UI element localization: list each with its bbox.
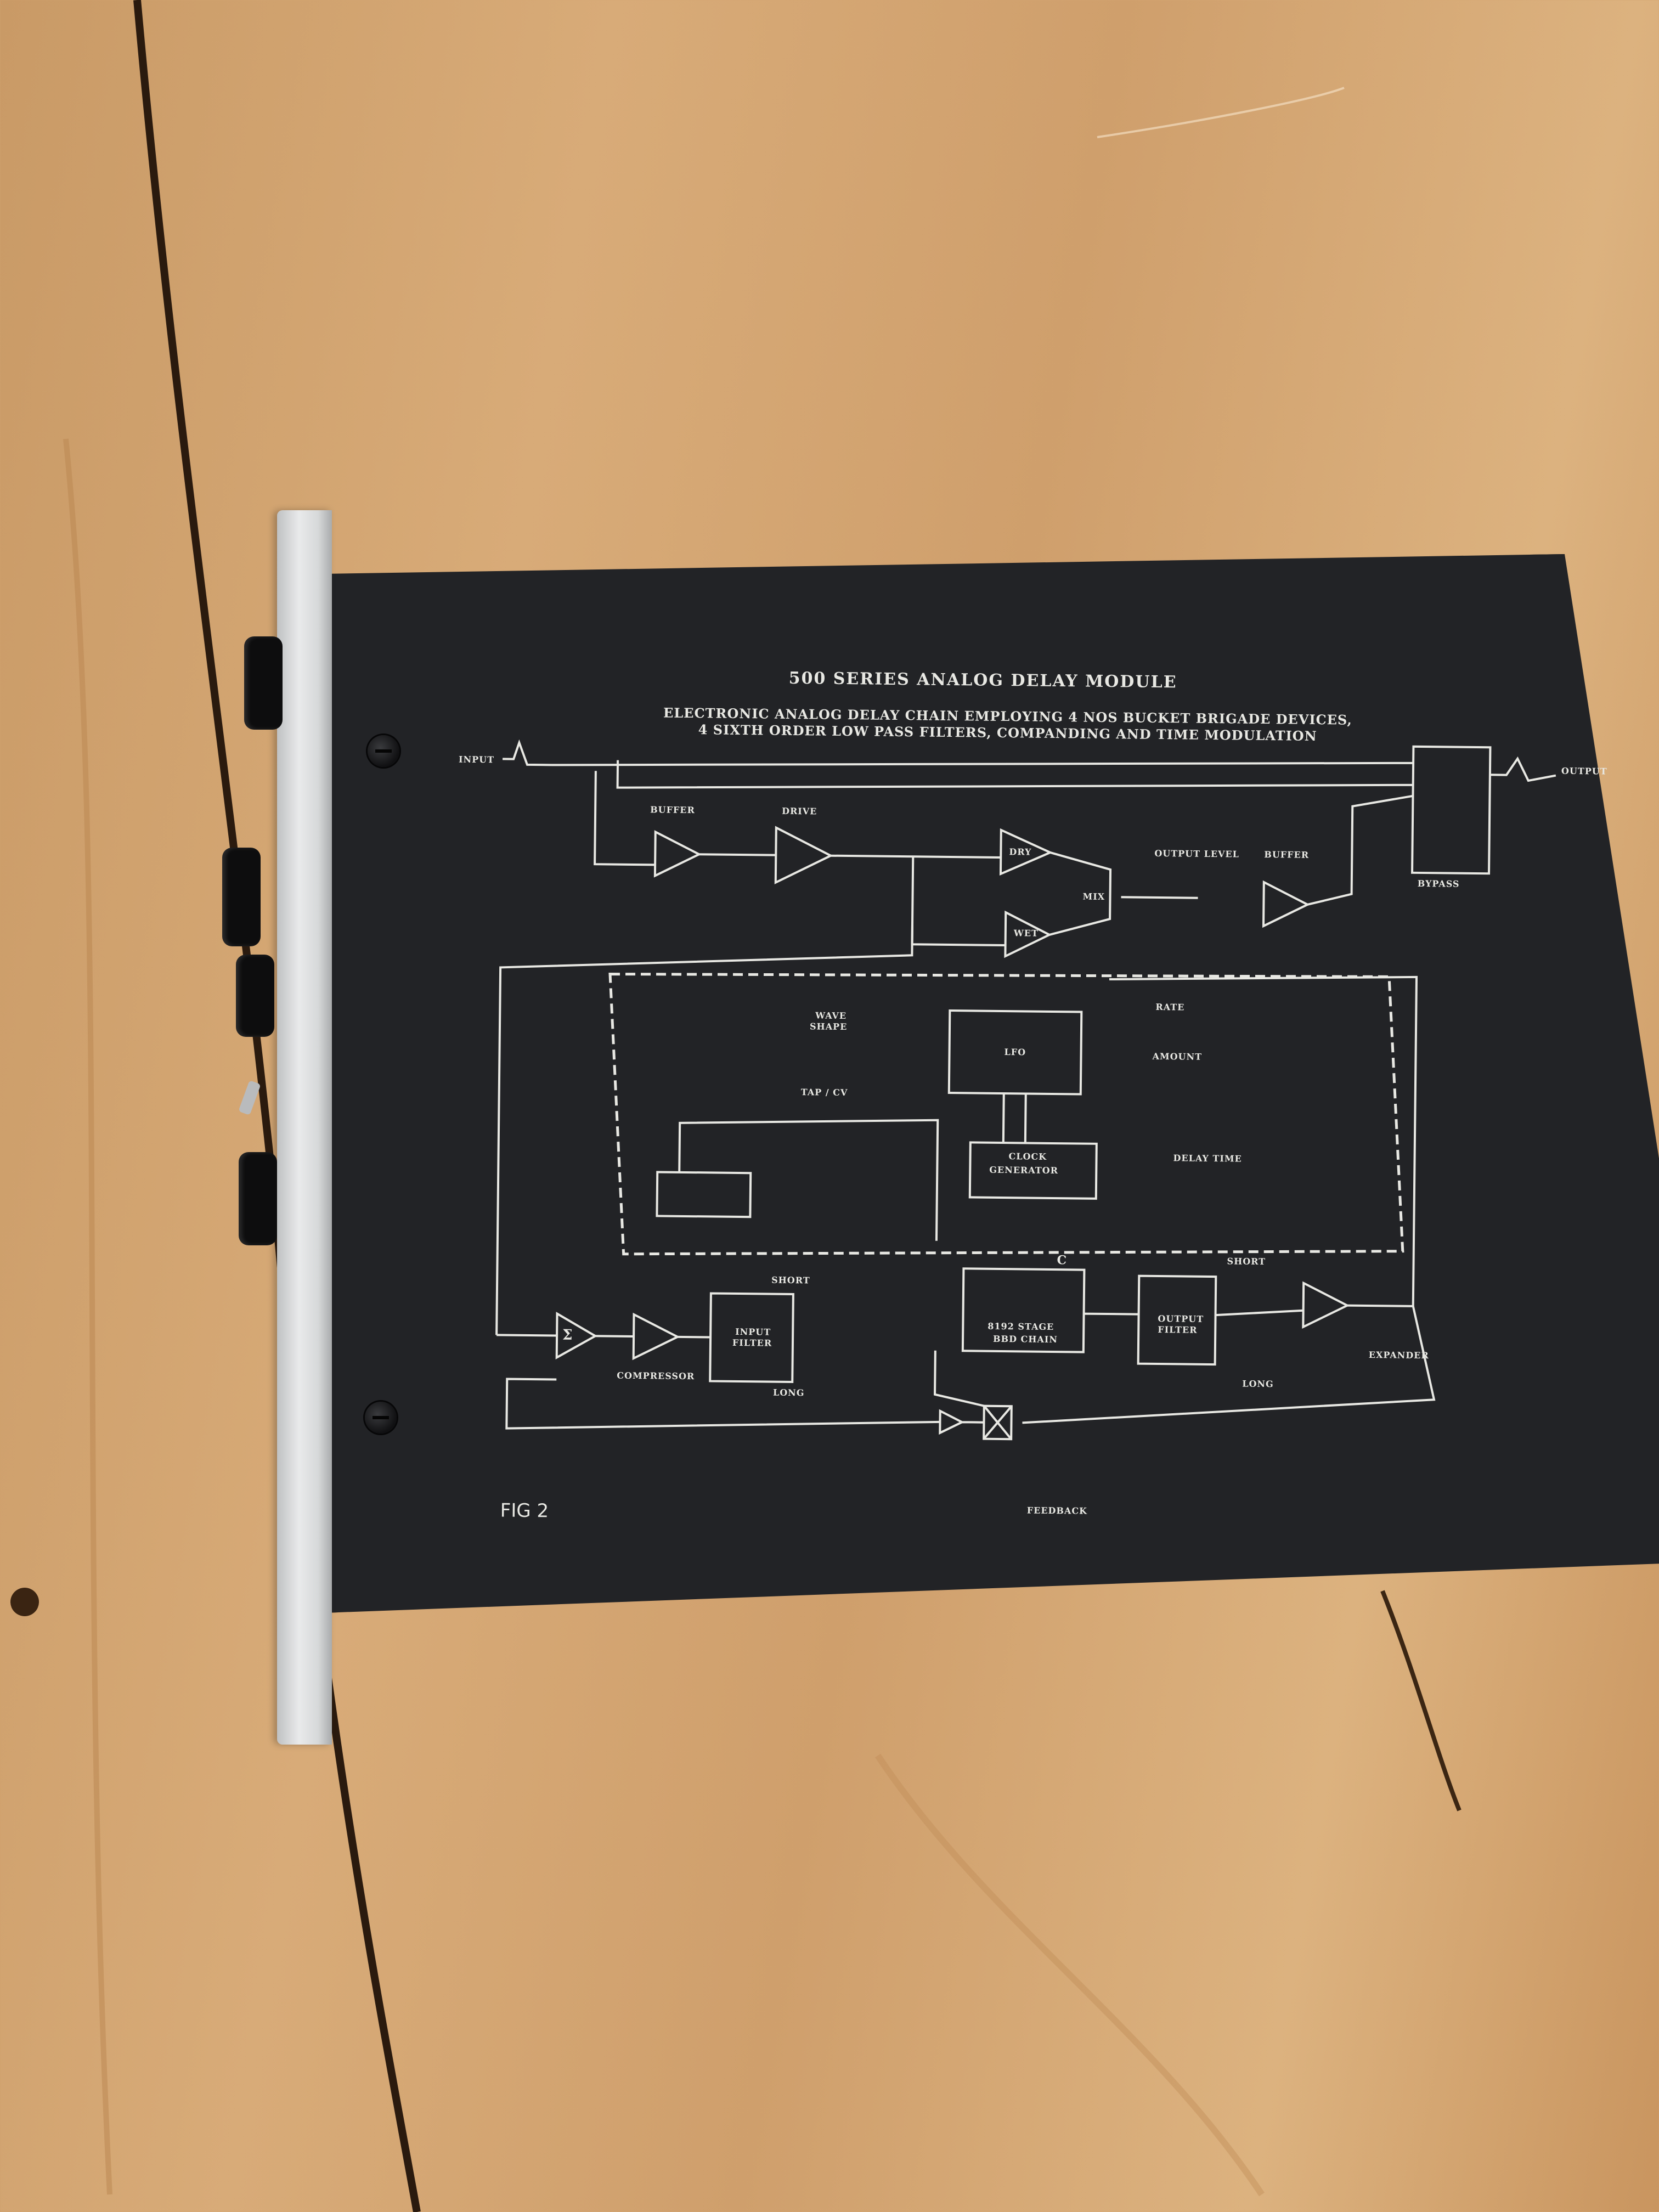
label-output-filter-line1: OUTPUT bbox=[1158, 1313, 1204, 1324]
figure-label: FIG 2 bbox=[500, 1499, 549, 1522]
module-faceplate bbox=[277, 510, 332, 1745]
label-amount: AMOUNT bbox=[1152, 1051, 1203, 1062]
label-long-out: LONG bbox=[1242, 1378, 1274, 1390]
printed-block-diagram: 500 SERIES ANALOG DELAY MODULE ELECTRONI… bbox=[313, 554, 1659, 1627]
label-bypass: BYPASS bbox=[1417, 878, 1460, 889]
label-output: OUTPUT bbox=[1561, 765, 1607, 777]
label-dry: DRY bbox=[1009, 847, 1032, 857]
label-rate: RATE bbox=[1155, 1001, 1185, 1013]
label-drive: DRIVE bbox=[782, 805, 817, 817]
label-clock-generator-line1: CLOCK bbox=[1008, 1151, 1047, 1162]
block-diagram-lines bbox=[495, 739, 1556, 1441]
label-bbd-chain-line1: 8192 STAGE bbox=[988, 1321, 1054, 1333]
delay-module-side-panel bbox=[324, 554, 1659, 1613]
label-delay-time: DELAY TIME bbox=[1173, 1153, 1242, 1164]
label-c: C bbox=[1057, 1253, 1068, 1268]
label-mix: MIX bbox=[1082, 891, 1105, 902]
label-lfo: LFO bbox=[1004, 1047, 1026, 1058]
label-input: INPUT bbox=[458, 754, 495, 765]
middle-knob-lower[interactable] bbox=[236, 955, 274, 1037]
label-output-level: OUTPUT LEVEL bbox=[1154, 848, 1240, 860]
label-wave-shape-line1: WAVE bbox=[815, 1010, 847, 1022]
label-buffer-out: BUFFER bbox=[1264, 849, 1310, 860]
label-output-filter-line2: FILTER bbox=[1158, 1324, 1198, 1335]
label-bbd-chain-line2: BBD CHAIN bbox=[992, 1333, 1058, 1345]
label-short-out: SHORT bbox=[1227, 1256, 1266, 1267]
label-clock-generator-line2: GENERATOR bbox=[989, 1164, 1059, 1176]
label-input-filter-line1: INPUT bbox=[735, 1326, 771, 1338]
top-knob[interactable] bbox=[244, 636, 283, 730]
label-compressor: COMPRESSOR bbox=[617, 1370, 695, 1382]
label-expander: EXPANDER bbox=[1368, 1350, 1429, 1361]
label-input-filter-line2: FILTER bbox=[732, 1337, 772, 1348]
label-wet: WET bbox=[1013, 928, 1039, 939]
label-feedback: FEEDBACK bbox=[1026, 1505, 1088, 1516]
label-sum: Σ bbox=[562, 1327, 573, 1344]
label-wave-shape-line2: SHAPE bbox=[809, 1021, 848, 1032]
label-buffer-in: BUFFER bbox=[650, 804, 695, 816]
panel-screw-bottom bbox=[365, 1402, 397, 1434]
label-long-in: LONG bbox=[772, 1387, 805, 1398]
middle-knob-upper[interactable] bbox=[222, 848, 261, 946]
label-short-in: SHORT bbox=[771, 1274, 810, 1286]
bottom-knob[interactable] bbox=[239, 1152, 277, 1245]
label-tap-cv: TAP / CV bbox=[800, 1087, 848, 1098]
panel-screw-top bbox=[368, 735, 399, 767]
